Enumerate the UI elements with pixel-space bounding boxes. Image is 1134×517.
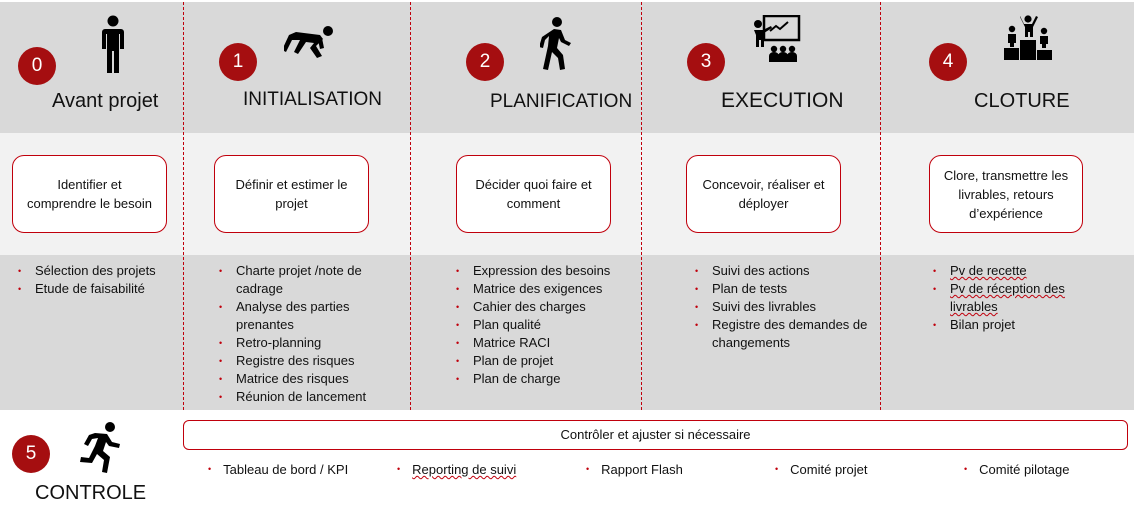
- list-item: Réunion de lancement: [217, 388, 397, 406]
- control-title: CONTROLE: [35, 482, 147, 504]
- list-item: Pv de recette: [931, 262, 1106, 280]
- list-item: Cahier des charges: [454, 298, 634, 316]
- phase-number-badge: 2: [466, 43, 504, 81]
- list-item: Plan qualité: [454, 316, 634, 334]
- list-item: Plan de tests: [693, 280, 873, 298]
- phase-goal-box: Décider quoi faire et comment: [456, 155, 611, 233]
- walking-person-icon: [539, 17, 574, 76]
- phase-goal-box: Définir et estimer le projet: [214, 155, 369, 233]
- list-item: Matrice des risques: [217, 370, 397, 388]
- phase-title: CLOTURE: [974, 90, 1070, 112]
- deliverables-list: Pv de recette Pv de réception des livrab…: [931, 262, 1106, 334]
- standing-person-icon: [99, 15, 127, 78]
- list-item: Retro-planning: [217, 334, 397, 352]
- phase-title: INITIALISATION: [243, 89, 383, 110]
- list-item: Pv de réception des livrables: [931, 280, 1106, 316]
- list-item: Bilan projet: [931, 316, 1106, 334]
- phase-divider: [880, 2, 881, 410]
- control-item: •Reporting de suivi: [397, 462, 517, 477]
- phase-title: Avant projet: [52, 90, 159, 112]
- list-item: Etude de faisabilité: [16, 280, 176, 298]
- phase-number-badge: 1: [219, 43, 257, 81]
- starting-runner-icon: [282, 24, 336, 65]
- phase-goal-box: Clore, transmettre les livrables, retour…: [929, 155, 1083, 233]
- control-item: •Comité pilotage: [964, 462, 1070, 477]
- deliverables-list: Sélection des projets Etude de faisabili…: [16, 262, 176, 298]
- presentation-icon: [752, 14, 802, 68]
- list-item: Analyse des parties prenantes: [217, 298, 397, 334]
- list-item: Plan de projet: [454, 352, 634, 370]
- list-item: Registre des risques: [217, 352, 397, 370]
- list-item: Registre des demandes de changements: [693, 316, 873, 352]
- control-item: •Tableau de bord / KPI: [208, 462, 349, 477]
- list-item: Charte projet /note de cadrage: [217, 262, 397, 298]
- list-item: Suivi des livrables: [693, 298, 873, 316]
- phase-goal-box: Concevoir, réaliser et déployer: [686, 155, 841, 233]
- deliverables-list: Suivi des actions Plan de tests Suivi de…: [693, 262, 873, 352]
- podium-icon: [1003, 14, 1053, 65]
- list-item: Matrice RACI: [454, 334, 634, 352]
- phase-number-badge: 0: [18, 47, 56, 85]
- phase-divider: [183, 2, 184, 410]
- control-item: •Comité projet: [775, 462, 868, 477]
- list-item: Sélection des projets: [16, 262, 176, 280]
- phase-number-badge: 5: [12, 435, 50, 473]
- phase-number-badge: 3: [687, 43, 725, 81]
- list-item: Plan de charge: [454, 370, 634, 388]
- control-item: •Rapport Flash: [586, 462, 683, 477]
- phase-divider: [641, 2, 642, 410]
- deliverables-list: Charte projet /note de cadrage Analyse d…: [217, 262, 397, 406]
- phase-title: EXECUTION: [721, 89, 844, 112]
- running-person-icon: [77, 421, 125, 480]
- control-box: Contrôler et ajuster si nécessaire: [183, 420, 1128, 450]
- deliverables-list: Expression des besoins Matrice des exige…: [454, 262, 634, 388]
- list-item: Matrice des exigences: [454, 280, 634, 298]
- phase-number-badge: 4: [929, 43, 967, 81]
- list-item: Expression des besoins: [454, 262, 634, 280]
- phase-goal-box: Identifier et comprendre le besoin: [12, 155, 167, 233]
- list-item: Suivi des actions: [693, 262, 873, 280]
- phase-title: PLANIFICATION: [490, 91, 633, 112]
- phase-divider: [410, 2, 411, 410]
